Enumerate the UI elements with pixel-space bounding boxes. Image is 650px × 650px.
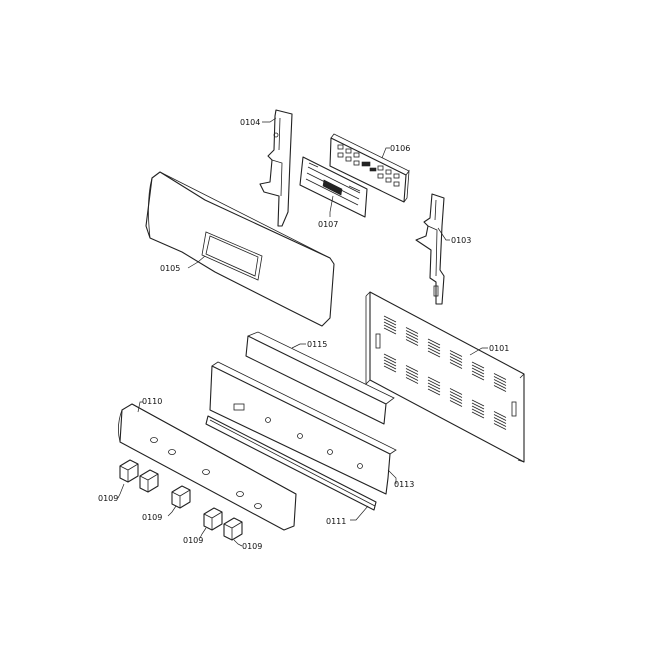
part-0105-control-panel [145,171,335,327]
leader-0101 [469,347,488,356]
label-0103: 0103 [451,236,471,245]
part-0115-cover [245,331,395,425]
leader-0104 [262,117,277,123]
label-0106: 0106 [390,144,410,153]
leader-0110 [137,401,143,413]
label-0113: 0113 [394,480,414,489]
label-0109-c: 0109 [183,536,203,545]
leader-0103 [437,227,450,241]
part-0104-bracket [259,109,293,227]
part-0107-keypad-overlay [299,156,368,218]
label-0105: 0105 [160,264,180,273]
part-0106-control-board [329,133,410,203]
label-0107: 0107 [318,220,338,229]
label-0104: 0104 [240,118,260,127]
label-0109-a: 0109 [98,494,118,503]
part-0109-knob-2 [139,469,159,493]
part-0109-knob-5 [223,517,243,541]
leader-0113 [387,469,397,484]
part-0109-knob-4 [203,507,223,531]
vent-slots [383,315,507,430]
leader-0115 [291,343,306,349]
label-0109-d: 0109 [242,542,262,551]
label-0111: 0111 [326,517,346,526]
leader-0109d [233,539,243,547]
part-0109-knob-1 [119,459,139,483]
leader-0107 [329,195,334,217]
part-0111-trim-rail [205,415,377,511]
leader-0105 [187,255,206,269]
label-0109-b: 0109 [142,513,162,522]
label-0110: 0110 [142,397,162,406]
leader-0106 [381,147,390,159]
part-0113-manifold-panel [209,361,397,495]
part-0103-bracket [415,193,445,305]
leader-0109a [117,483,125,499]
leader-0109c [199,527,207,539]
label-0115: 0115 [307,340,327,349]
part-0101-rear-panel [365,291,525,463]
part-0109-knob-3 [171,485,191,509]
leader-0109b [167,505,177,517]
label-0101: 0101 [489,344,509,353]
leader-0111 [350,505,369,521]
part-0110-knob-panel [118,403,297,531]
